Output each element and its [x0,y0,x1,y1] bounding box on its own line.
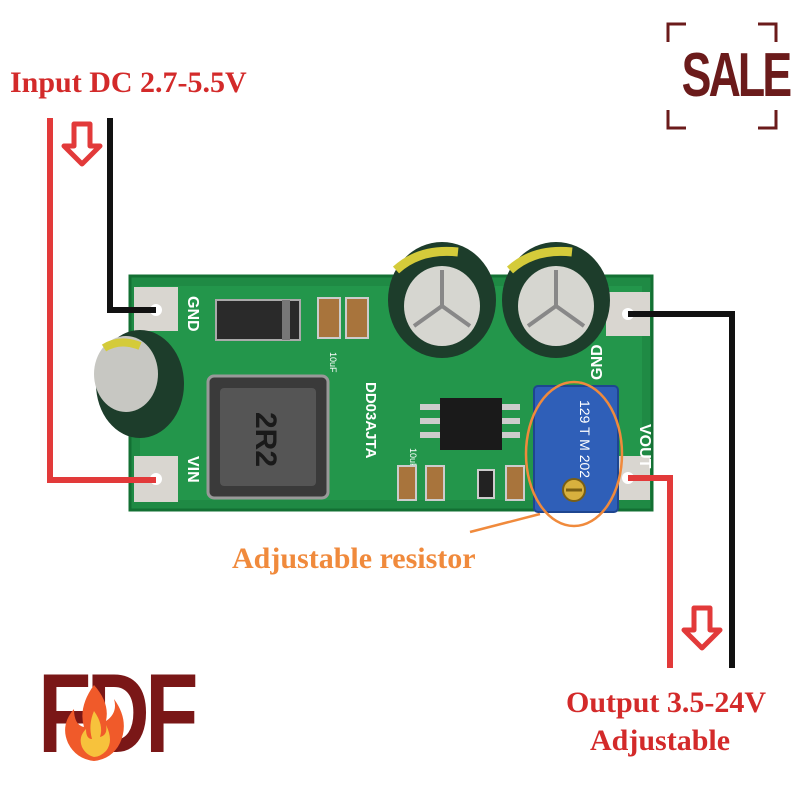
trimmer-potentiometer [533,385,619,513]
electrolytic-capacitor-left [94,330,184,438]
smd-resistor [477,469,495,499]
inductor-label: 2R2 [249,412,282,467]
resistor-pointer-line [469,512,541,534]
ic-pin [420,418,440,424]
inductor-top [220,388,316,486]
smd-cap [425,465,445,501]
model-label: DD03AJTA [362,382,379,459]
ic-pin [502,418,520,424]
flame-icon [65,685,124,761]
input-voltage-label: Input DC 2.7-5.5V [10,66,247,99]
electrolytic-capacitor-top-1 [388,242,496,358]
input-black-wire [107,118,156,313]
output-adjustable-label: Adjustable [590,724,731,757]
sale-badge: SALE [666,22,792,130]
diode-band [282,300,290,340]
pin-label-gnd-out: GND [589,344,606,380]
sale-badge-frame [666,22,778,130]
pin-label-gnd-in: GND [184,296,201,332]
brand-logo: FDF [38,651,198,777]
smd-cap [397,465,417,501]
pin-label-vout: VOUT [636,424,653,469]
ic-pin [502,404,520,410]
input-red-wire [47,118,156,483]
sale-text: SALE [681,41,792,110]
cap-value-label: 10uF [328,352,338,373]
output-red-wire [628,475,673,668]
smd-cap [505,465,525,501]
output-voltage-label: Output 3.5-24V [566,686,767,719]
output-arrow-icon [681,605,723,651]
input-arrow-icon [61,121,103,167]
ic-chip [440,398,502,450]
adjustable-resistor-label: Adjustable resistor [232,542,476,575]
trimmer-label: 129 T M 202 [577,400,593,478]
smd-cap [345,297,369,339]
cap-value-label: 10uF [408,448,418,469]
ic-pin [420,432,440,438]
pin-label-vin: VIN [184,456,201,483]
trimmer-highlight-ellipse [524,380,624,528]
ic-pin [420,404,440,410]
electrolytic-capacitor-top-2 [502,242,610,358]
output-black-wire [628,311,735,668]
ic-pin [502,432,520,438]
smd-cap [317,297,341,339]
